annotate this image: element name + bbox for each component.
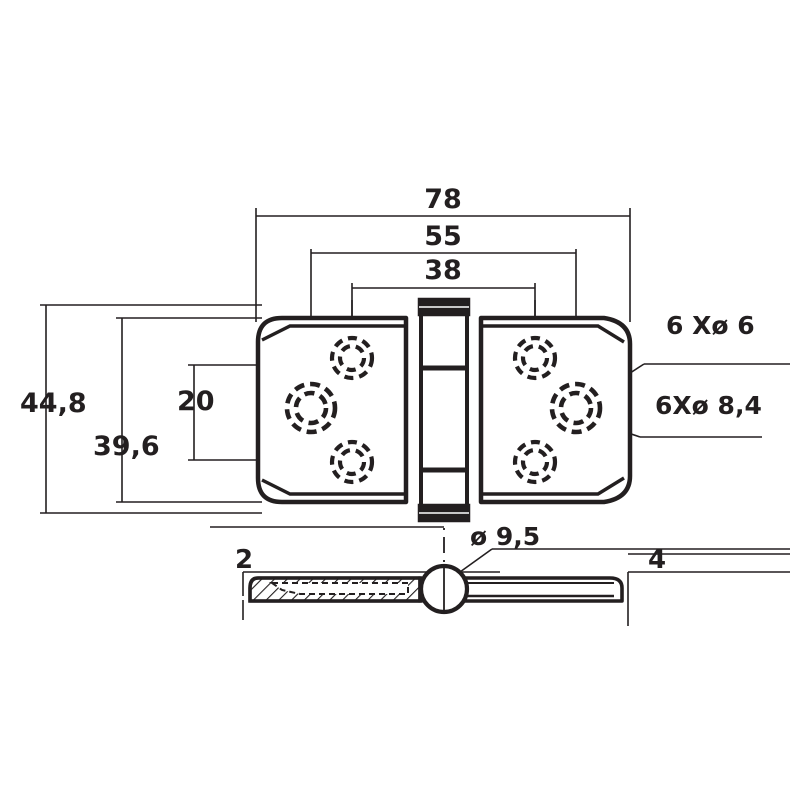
hole-small-top-left-inner: [337, 343, 367, 373]
small-holes-group: [329, 335, 558, 485]
dim-label-78: 78: [424, 184, 462, 215]
large-holes-group: [284, 381, 603, 435]
callout-small-holes: 6 Xø 6: [666, 311, 755, 340]
hole-large-right-outer: [549, 381, 603, 435]
dim-label-thickness-4: 4: [648, 545, 666, 575]
hole-small-bottom-right-inner: [520, 447, 550, 477]
top-view-group: [255, 297, 633, 523]
leader-pin-diameter: [459, 548, 493, 573]
hole-small-bottom-right-outer: [512, 439, 558, 485]
hinge-right-leaf-outline: [478, 315, 633, 505]
knuckle-barrel: [419, 308, 469, 512]
hole-large-left-outer: [284, 381, 338, 435]
hole-small-top-right-inner: [520, 343, 550, 373]
bevel-left-top: [261, 324, 406, 342]
side-left-leaf-pocket: [268, 582, 409, 595]
hole-small-bottom-left-inner: [337, 447, 367, 477]
bevel-left-bottom: [261, 478, 406, 496]
dim-label-pin-diameter: ø 9,5: [470, 522, 540, 551]
dim-label-44-8: 44,8: [20, 388, 87, 419]
dim-label-39-6: 39,6: [93, 431, 160, 462]
hole-small-top-right-outer: [512, 335, 558, 381]
dim-label-55: 55: [424, 221, 462, 252]
side-left-leaf-outline: [248, 576, 422, 603]
bevel-right-top: [481, 324, 625, 344]
bevel-right-bottom: [481, 476, 625, 496]
hinge-left-leaf-outline: [255, 315, 409, 505]
hole-large-left-inner: [293, 390, 329, 426]
dim-label-thickness-2: 2: [235, 545, 253, 575]
dim-label-38: 38: [424, 255, 462, 286]
callout-large-holes: 6Xø 8,4: [655, 391, 762, 420]
dim-label-20: 20: [177, 386, 215, 417]
hole-large-right-inner: [558, 390, 594, 426]
hole-small-bottom-left-outer: [329, 439, 375, 485]
side-right-leaf: [442, 576, 624, 603]
side-view-group: [248, 563, 624, 615]
hole-small-top-left-outer: [329, 335, 375, 381]
